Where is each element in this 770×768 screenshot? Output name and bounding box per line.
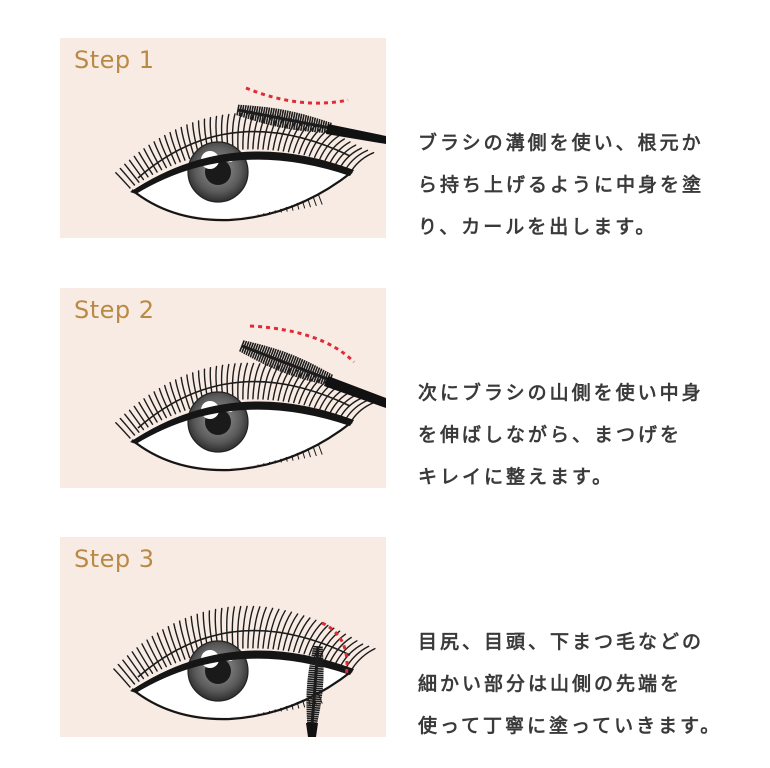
step-2-section: Step 2 次にブラシの山側を使い中身 を伸ばしながら、まつげを キレイに整え… xyxy=(0,288,770,488)
step-3-label: Step 3 xyxy=(74,545,155,573)
eye-illustration-icon xyxy=(115,86,386,222)
step-2-text-line: 次にブラシの山側を使い中身 xyxy=(418,382,704,404)
step-1-text-line: ら持ち上げるように中身を塗 xyxy=(418,174,705,196)
step-2-text-line: を伸ばしながら、まつげを xyxy=(418,424,683,446)
eye-drawing xyxy=(115,112,375,222)
eye-illustration-icon xyxy=(113,605,376,737)
eye-illustration-icon xyxy=(115,324,386,472)
dotted-guide-icon xyxy=(321,621,349,678)
step-3-section: Step 3 目尻、目頭、下まつ毛などの 細かい部分は山側の先端を 使って丁寧に… xyxy=(0,537,770,737)
step-2-label: Step 2 xyxy=(74,296,155,324)
step-3-text-line: 目尻、目頭、下まつ毛などの xyxy=(418,631,705,653)
step-1-description: ブラシの溝側を使い、根元か ら持ち上げるように中身を塗 り、カールを出します。 xyxy=(418,122,758,248)
dotted-guide-icon xyxy=(245,86,349,105)
step-1-text-line: り、カールを出します。 xyxy=(418,216,658,238)
step-2-description: 次にブラシの山側を使い中身 を伸ばしながら、まつげを キレイに整えます。 xyxy=(418,372,758,498)
step-1-illustration-panel: Step 1 xyxy=(60,38,386,238)
step-1-label: Step 1 xyxy=(74,46,155,74)
eye-drawing xyxy=(113,605,376,721)
step-3-illustration-panel: Step 3 xyxy=(60,537,386,737)
step-3-text-line: 細かい部分は山側の先端を xyxy=(418,673,683,695)
step-3-description: 目尻、目頭、下まつ毛などの 細かい部分は山側の先端を 使って丁寧に塗っていきます… xyxy=(418,621,758,747)
step-2-text-line: キレイに整えます。 xyxy=(418,466,615,488)
mascara-brush-icon xyxy=(306,645,324,737)
eye-drawing xyxy=(115,362,375,472)
mascara-brush-icon xyxy=(239,340,386,408)
step-1-section: Step 1 ブラシの溝側を使い、根元か ら持ち上げるように中身を塗 り、カール… xyxy=(0,38,770,238)
mascara-brush-icon xyxy=(236,104,386,144)
step-2-illustration-panel: Step 2 xyxy=(60,288,386,488)
step-1-text-line: ブラシの溝側を使い、根元か xyxy=(418,132,704,154)
step-3-text-line: 使って丁寧に塗っていきます。 xyxy=(418,715,723,737)
